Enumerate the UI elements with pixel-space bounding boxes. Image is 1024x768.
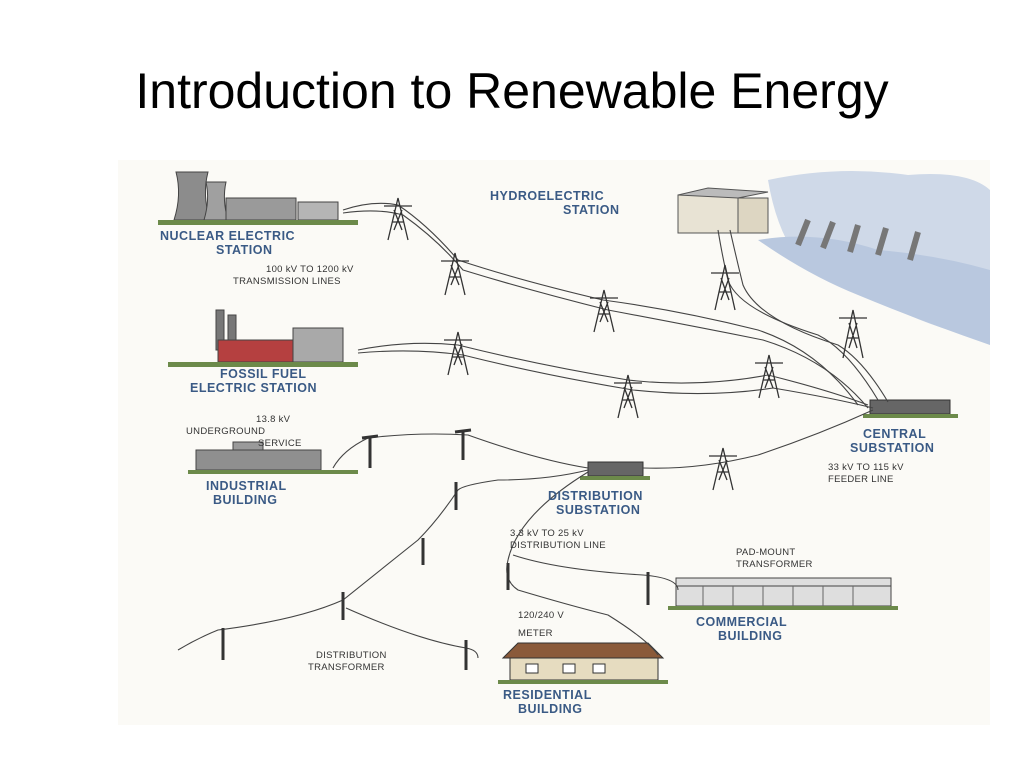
label-fossil: FOSSIL FUEL ELECTRIC STATION	[190, 367, 317, 395]
distribution-poles	[221, 428, 650, 670]
power-grid-diagram: NUCLEAR ELECTRIC STATION HYDROELECTRIC S…	[118, 160, 990, 725]
industrial-building-illustration	[188, 441, 358, 474]
label-underground-line-2: UNDERGROUND	[186, 426, 265, 437]
slide-title: Introduction to Renewable Energy	[135, 63, 889, 119]
label-feeder-line-2: FEEDER LINE	[828, 474, 894, 485]
label-padmount-line-1: PAD-MOUNT	[736, 547, 796, 558]
tower-1	[384, 197, 412, 241]
label-feeder-line-1: 33 kV TO 115 kV	[828, 462, 904, 473]
label-transmission-line-1: 100 kV TO 1200 kV	[266, 264, 354, 275]
label-hydro-line-1: HYDROELECTRIC	[490, 189, 604, 203]
label-nuclear-line-2: STATION	[216, 243, 273, 257]
label-central: CENTRAL SUBSTATION	[850, 427, 934, 455]
central-substation-illustration	[863, 399, 958, 418]
commercial-building-illustration	[668, 577, 898, 610]
label-industrial-line-1: INDUSTRIAL	[206, 479, 287, 493]
label-hydro-line-2: STATION	[563, 203, 620, 217]
tower-5	[839, 309, 867, 359]
label-central-line-2: SUBSTATION	[850, 441, 934, 455]
transmission-towers	[384, 197, 867, 491]
label-commercial: COMMERCIAL BUILDING	[696, 615, 787, 643]
label-commercial-line-2: BUILDING	[718, 629, 782, 643]
hydro-dam-illustration	[677, 171, 990, 345]
tower-7	[614, 374, 642, 419]
label-fossil-line-1: FOSSIL FUEL	[220, 367, 307, 381]
label-dist-transformer: DISTRIBUTION TRANSFORMER	[308, 650, 387, 673]
label-distribution-sub-line-1: DISTRIBUTION	[548, 489, 643, 503]
label-transmission: 100 kV TO 1200 kV TRANSMISSION LINES	[233, 264, 354, 287]
label-padmount: PAD-MOUNT TRANSFORMER	[736, 547, 813, 570]
label-commercial-line-1: COMMERCIAL	[696, 615, 787, 629]
fossil-station-illustration	[168, 309, 358, 367]
label-nuclear-line-1: NUCLEAR ELECTRIC	[160, 229, 295, 243]
label-feeder: 33 kV TO 115 kV FEEDER LINE	[828, 462, 904, 485]
tower-2	[441, 252, 469, 296]
label-dist-transformer-line-2: TRANSFORMER	[308, 662, 385, 673]
label-padmount-line-2: TRANSFORMER	[736, 559, 813, 570]
label-distribution-line: 3.3 kV TO 25 kV DISTRIBUTION LINE	[510, 528, 606, 551]
label-nuclear: NUCLEAR ELECTRIC STATION	[160, 229, 295, 257]
tower-4	[711, 264, 739, 311]
label-residential: RESIDENTIAL BUILDING	[503, 688, 592, 716]
label-residential-line-1: RESIDENTIAL	[503, 688, 592, 702]
tower-9	[709, 447, 737, 491]
label-distribution-line-2: DISTRIBUTION LINE	[510, 540, 606, 551]
label-underground-line-1: 13.8 kV	[256, 414, 291, 425]
residential-building-illustration	[498, 642, 668, 684]
label-meter: METER	[518, 628, 553, 639]
label-transmission-line-2: TRANSMISSION LINES	[233, 276, 341, 287]
label-hydro: HYDROELECTRIC STATION	[490, 189, 620, 217]
label-distribution-sub-line-2: SUBSTATION	[556, 503, 640, 517]
label-distribution-substation: DISTRIBUTION SUBSTATION	[548, 489, 643, 517]
label-dist-transformer-line-1: DISTRIBUTION	[316, 650, 387, 661]
label-distribution-line-1: 3.3 kV TO 25 kV	[510, 528, 584, 539]
label-fossil-line-2: ELECTRIC STATION	[190, 381, 317, 395]
distribution-substation-illustration	[580, 461, 650, 480]
label-underground: 13.8 kV UNDERGROUND SERVICE	[186, 414, 302, 449]
tower-3	[590, 289, 618, 333]
label-underground-line-3: SERVICE	[258, 438, 302, 449]
nuclear-station-illustration	[158, 171, 358, 225]
tower-6	[444, 331, 472, 376]
label-residential-line-2: BUILDING	[518, 702, 582, 716]
label-voltage: 120/240 V	[518, 610, 564, 621]
label-central-line-1: CENTRAL	[863, 427, 926, 441]
label-industrial-line-2: BUILDING	[213, 493, 277, 507]
label-industrial: INDUSTRIAL BUILDING	[206, 479, 287, 507]
tower-8	[755, 354, 783, 399]
transmission-wires	[177, 202, 889, 659]
